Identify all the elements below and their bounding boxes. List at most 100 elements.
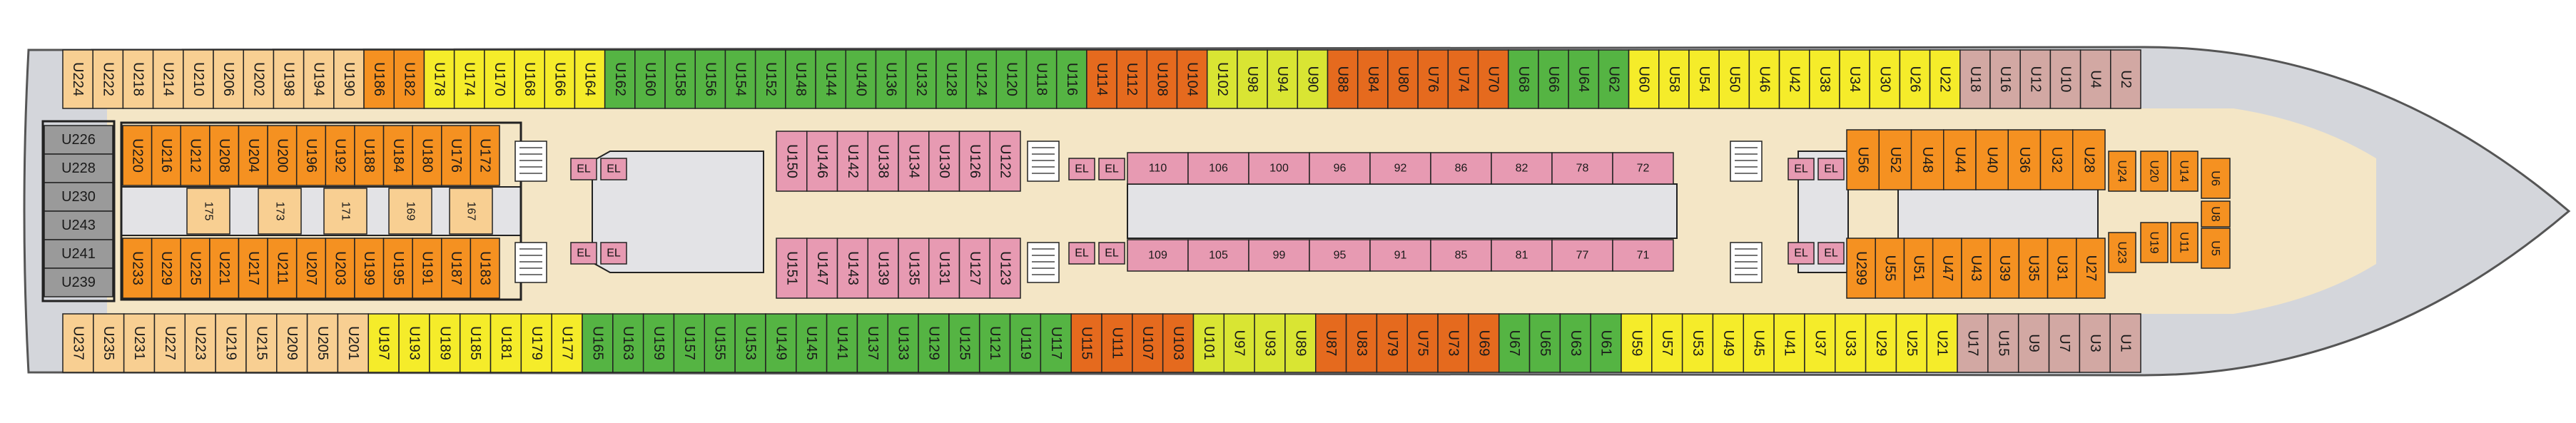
cabin[interactable]: U55 <box>1875 238 1905 299</box>
cabin[interactable]: 100 <box>1248 152 1310 185</box>
cabin[interactable]: U203 <box>325 238 355 299</box>
cabin[interactable]: U200 <box>267 125 298 186</box>
cabin[interactable]: U63 <box>1559 313 1591 373</box>
cabin[interactable]: U243 <box>44 210 113 240</box>
cabin[interactable]: 105 <box>1187 239 1249 272</box>
cabin[interactable]: U225 <box>180 238 211 299</box>
cabin[interactable]: U235 <box>93 313 125 373</box>
cabin[interactable]: U47 <box>1932 238 1962 299</box>
cabin[interactable]: 71 <box>1612 239 1674 272</box>
cabin[interactable]: U226 <box>44 125 113 155</box>
cabin[interactable]: U116 <box>1055 49 1087 109</box>
cabin[interactable]: U33 <box>1835 313 1867 373</box>
cabin[interactable]: U181 <box>490 313 522 373</box>
cabin[interactable]: U144 <box>815 49 847 109</box>
cabin[interactable]: U3 <box>2079 313 2111 373</box>
cabin[interactable]: U73 <box>1437 313 1469 373</box>
cabin[interactable]: U217 <box>238 238 268 299</box>
cabin[interactable]: U159 <box>642 313 675 373</box>
cabin[interactable]: U148 <box>785 49 816 109</box>
cabin[interactable]: U14 <box>2170 151 2199 192</box>
cabin[interactable]: 91 <box>1369 239 1431 272</box>
cabin[interactable]: U4 <box>2079 49 2111 109</box>
cabin[interactable]: U239 <box>44 267 113 297</box>
cabin[interactable]: 109 <box>1127 239 1189 272</box>
cabin[interactable]: U228 <box>44 153 113 183</box>
cabin[interactable]: U37 <box>1804 313 1836 373</box>
cabin[interactable]: U18 <box>1959 49 1991 109</box>
cabin[interactable]: U24 <box>2108 151 2136 192</box>
cabin[interactable]: U29 <box>1865 313 1897 373</box>
cabin[interactable]: U162 <box>604 49 636 109</box>
cabin[interactable]: U209 <box>276 313 308 373</box>
cabin[interactable]: U75 <box>1406 313 1439 373</box>
cabin[interactable]: U115 <box>1070 313 1102 373</box>
cabin[interactable]: 99 <box>1248 239 1310 272</box>
cabin[interactable]: U84 <box>1357 49 1389 109</box>
cabin[interactable]: U155 <box>704 313 736 373</box>
cabin[interactable]: U174 <box>453 49 485 109</box>
cabin[interactable]: U129 <box>918 313 950 373</box>
cabin[interactable]: U160 <box>634 49 666 109</box>
cabin[interactable]: U237 <box>62 313 94 373</box>
cabin[interactable]: U202 <box>243 49 275 109</box>
cabin[interactable]: 81 <box>1491 239 1553 272</box>
cabin[interactable]: U210 <box>183 49 214 109</box>
cabin[interactable]: U5 <box>2201 228 2231 269</box>
cabin[interactable]: U1 <box>2109 313 2141 373</box>
cabin[interactable]: U177 <box>551 313 583 373</box>
cabin[interactable]: U190 <box>333 49 365 109</box>
cabin[interactable]: U67 <box>1498 313 1531 373</box>
cabin[interactable]: 171 <box>323 188 367 235</box>
cabin[interactable]: U76 <box>1417 49 1449 109</box>
cabin[interactable]: U218 <box>122 49 154 109</box>
cabin[interactable]: U65 <box>1528 313 1561 373</box>
cabin[interactable]: U193 <box>398 313 430 373</box>
cabin[interactable]: U180 <box>412 125 442 186</box>
cabin[interactable]: U17 <box>1957 313 1989 373</box>
cabin[interactable]: U59 <box>1621 313 1653 373</box>
cabin[interactable]: U38 <box>1809 49 1840 109</box>
cabin[interactable]: U8 <box>2201 200 2231 228</box>
cabin[interactable]: U141 <box>826 313 858 373</box>
cabin[interactable]: U139 <box>867 238 899 299</box>
cabin[interactable]: U124 <box>965 49 998 109</box>
cabin[interactable]: U197 <box>367 313 400 373</box>
cabin[interactable]: U241 <box>44 239 113 269</box>
cabin[interactable]: 167 <box>449 188 493 235</box>
cabin[interactable]: U125 <box>948 313 980 373</box>
cabin[interactable]: U101 <box>1192 313 1225 373</box>
cabin[interactable]: U187 <box>441 238 472 299</box>
cabin[interactable]: U30 <box>1869 49 1901 109</box>
cabin[interactable]: U112 <box>1116 49 1148 109</box>
cabin[interactable]: U26 <box>1899 49 1931 109</box>
cabin[interactable]: U107 <box>1132 313 1164 373</box>
cabin[interactable]: U208 <box>209 125 240 186</box>
cabin[interactable]: U28 <box>2072 129 2106 190</box>
cabin[interactable]: U131 <box>928 238 960 299</box>
cabin[interactable]: U118 <box>1025 49 1058 109</box>
cabin[interactable]: U229 <box>151 238 181 299</box>
cabin[interactable]: U32 <box>2039 129 2074 190</box>
cabin[interactable]: U53 <box>1681 313 1714 373</box>
cabin[interactable]: U45 <box>1743 313 1775 373</box>
cabin[interactable]: U164 <box>574 49 606 109</box>
cabin[interactable]: U40 <box>1975 129 2009 190</box>
cabin[interactable]: U150 <box>776 131 808 192</box>
cabin[interactable]: U94 <box>1267 49 1299 109</box>
cabin[interactable]: U12 <box>2019 49 2052 109</box>
cabin[interactable]: 96 <box>1309 152 1371 185</box>
cabin[interactable]: U207 <box>295 238 327 299</box>
cabin[interactable]: U7 <box>2048 313 2081 373</box>
cabin[interactable]: U201 <box>337 313 369 373</box>
cabin[interactable]: U227 <box>153 313 186 373</box>
cabin[interactable]: U165 <box>582 313 614 373</box>
cabin[interactable]: U6 <box>2201 158 2231 199</box>
cabin[interactable]: U196 <box>295 125 327 186</box>
cabin[interactable]: U10 <box>2049 49 2081 109</box>
cabin[interactable]: U153 <box>734 313 766 373</box>
cabin[interactable]: U135 <box>898 238 930 299</box>
cabin[interactable]: U80 <box>1387 49 1419 109</box>
cabin[interactable]: U138 <box>867 131 899 192</box>
cabin[interactable]: U299 <box>1846 238 1876 299</box>
